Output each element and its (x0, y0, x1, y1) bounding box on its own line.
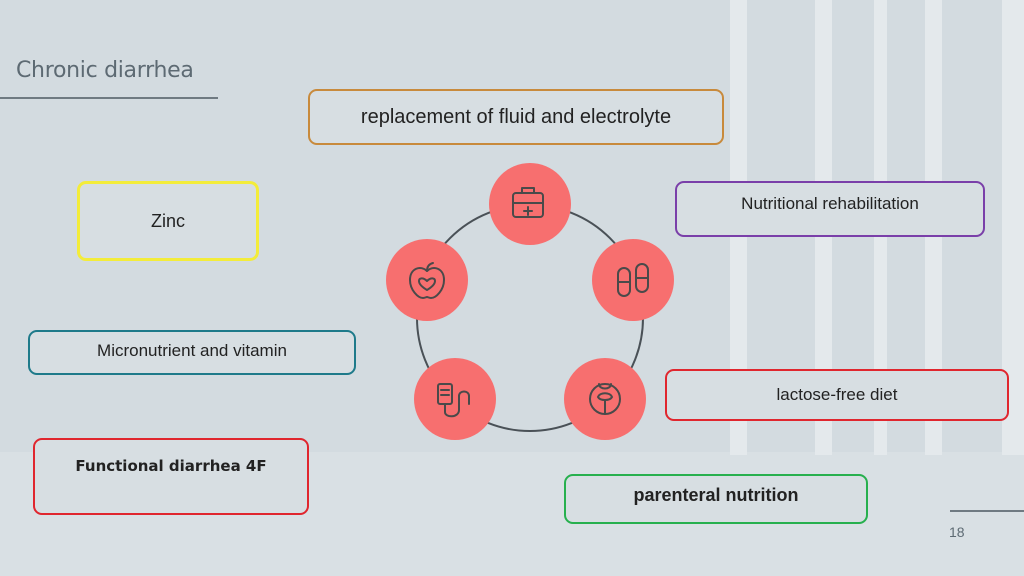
cycle-node-3 (564, 358, 646, 440)
pills-icon (617, 263, 649, 297)
lactose-free-diet-box: lactose-free diet (665, 369, 1009, 421)
cycle-node-1 (489, 163, 571, 245)
nutritional-rehabilitation-label: Nutritional rehabilitation (741, 194, 919, 213)
iv-drip-icon (437, 383, 470, 418)
cycle-node-4 (414, 358, 496, 440)
cycle-node-2 (592, 239, 674, 321)
title-underline (0, 97, 218, 99)
cycle-node-5 (386, 239, 468, 321)
functional-diarrhea-box: Functional diarrhea 4F (33, 438, 309, 515)
functional-diarrhea-label: Functional diarrhea 4F (75, 457, 267, 475)
zinc-label: Zinc (150, 211, 185, 231)
first-aid-kit-icon (512, 187, 544, 218)
nutritional-rehabilitation-box: Nutritional rehabilitation (675, 181, 985, 237)
fluid-electrolyte-box: replacement of fluid and electrolyte (308, 89, 724, 145)
lactose-free-diet-label: lactose-free diet (776, 385, 898, 404)
page-number: 18 (949, 524, 965, 540)
parenteral-nutrition-label: parenteral nutrition (633, 485, 799, 505)
apple-heart-icon (409, 262, 445, 299)
slide-title: Chronic diarrhea (16, 58, 194, 83)
joint-icon (589, 383, 621, 415)
micronutrient-vitamin-label: Micronutrient and vitamin (97, 341, 287, 360)
parenteral-nutrition-box: parenteral nutrition (564, 474, 868, 524)
zinc-box: Zinc (77, 181, 259, 261)
fluid-electrolyte-label: replacement of fluid and electrolyte (360, 105, 672, 128)
page-number-rule (950, 510, 1024, 512)
micronutrient-vitamin-box: Micronutrient and vitamin (28, 330, 356, 375)
